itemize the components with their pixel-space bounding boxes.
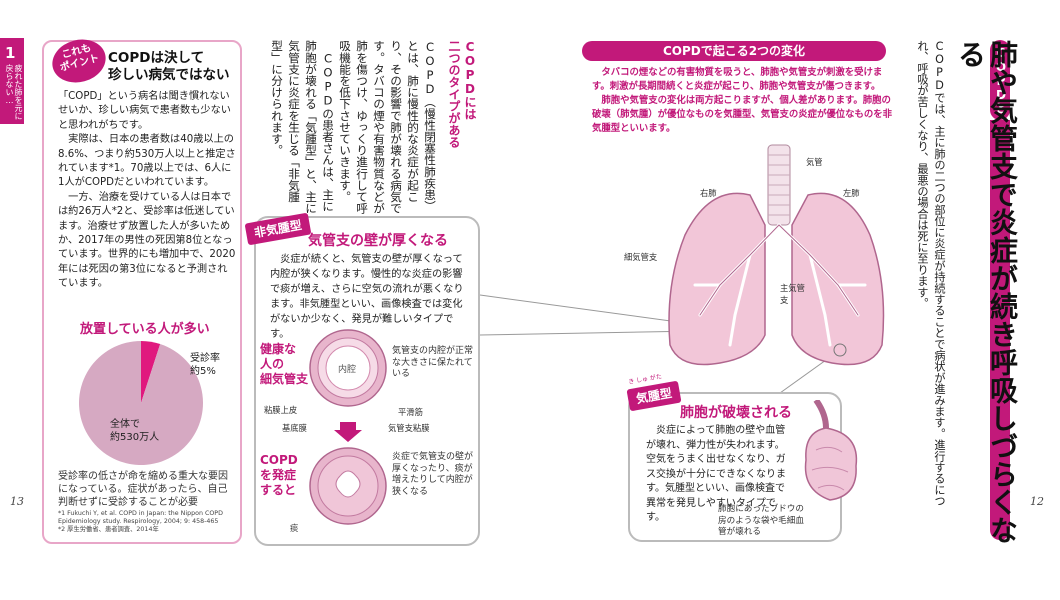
pie-title: 放置している人が多い bbox=[80, 322, 210, 337]
emphysema-heading: 肺胞が破壊される bbox=[680, 405, 792, 421]
left-lung-label: 左肺 bbox=[843, 188, 860, 198]
right-section-tag: COPDとは bbox=[977, 40, 1010, 120]
right-lung-label: 右肺 bbox=[700, 188, 717, 198]
lumen-label: 内腔 bbox=[338, 363, 356, 375]
page-number-left: 13 bbox=[10, 495, 24, 508]
point-body: 「COPD」という病名は聞き慣れないせいか、珍しい病気で患者数も少ないと思われが… bbox=[58, 91, 236, 290]
alveoli-highlight bbox=[833, 343, 847, 357]
left-lung bbox=[791, 192, 885, 366]
page-number-right: 12 bbox=[1030, 495, 1044, 508]
healthy-note: 気管支の内腔が正常な大きさに保たれている bbox=[392, 346, 474, 379]
smooth-muscle-label: 平滑筋 bbox=[398, 407, 423, 417]
pie-label-rate: 受診率 約5% bbox=[190, 353, 220, 377]
arrow-down-icon bbox=[334, 422, 362, 442]
right-page-title: 肺や気管支で炎症が続き呼吸しづらくなる bbox=[954, 40, 1019, 544]
sputum-label: 痰 bbox=[290, 523, 299, 533]
callout-line-bronchiole-2 bbox=[480, 330, 701, 336]
copd-lumen bbox=[335, 470, 361, 498]
lungs-illustration bbox=[480, 144, 885, 394]
pie-slice-1 bbox=[78, 341, 203, 465]
pie-slice-0 bbox=[141, 341, 161, 403]
healthy-lumen bbox=[325, 345, 371, 391]
alveoli-duct bbox=[813, 400, 829, 429]
right-tag-strip bbox=[990, 120, 1010, 540]
pie-chart bbox=[78, 341, 203, 465]
footnote: *2 厚生労働省、患者調査、2014年 bbox=[58, 526, 159, 534]
pie-label-total: 全体で 約530万人 bbox=[110, 419, 160, 443]
trachea-rings bbox=[768, 154, 790, 216]
types-body: COPD（慢性閉塞性肺疾患）とは、肺に慢性的な炎症が起こり、その影響で肺が壊れる… bbox=[270, 40, 437, 214]
right-page-body: COPDでは、主に肺の二つの部位に炎症が持続することで病状が進みます。進行するに… bbox=[916, 40, 946, 507]
bronchiole-label: 細気管支 bbox=[624, 252, 658, 262]
main-bronchus-label: 主気管支 bbox=[780, 283, 805, 305]
bronchiole-illustration: 内腔 bbox=[309, 329, 387, 525]
trachea-label: 気管 bbox=[806, 157, 823, 167]
footnotes: *1 Fukuchi Y, et al. COPD in Japan: the … bbox=[58, 510, 240, 535]
chapter-label: 疲れた肺を元に戻らない… bbox=[5, 64, 23, 120]
changes-body: タバコの煙などの有害物質を吸うと、肺胞や気管支が刺激を受けます。刺激が長期間続く… bbox=[592, 67, 893, 134]
mucosa-label: 粘膜上皮 bbox=[264, 405, 298, 415]
emphysema-body: 炎症によって肺胞の壁や血管が壊れ、弾力性が失われます。空気をうまく出せなくなり、… bbox=[646, 425, 786, 523]
footnote: *1 Fukuchi Y, et al. COPD in Japan: the … bbox=[58, 510, 223, 526]
basement-label: 基底膜 bbox=[282, 423, 307, 433]
changes-banner: COPDで起こる2つの変化 bbox=[582, 41, 886, 61]
non-emphysema-heading: 気管支の壁が厚くなる bbox=[308, 233, 448, 249]
alveoli-sac bbox=[804, 427, 858, 501]
alveoli-walls bbox=[811, 446, 849, 491]
right-lung bbox=[668, 192, 766, 366]
copd-bronchiole-label: COPD を発症 すると bbox=[260, 453, 298, 497]
point-heading: COPDは決して 珍しい病気ではない bbox=[108, 50, 230, 83]
pie-note: 受診率の低さが命を縮める重大な要因になっている。症状があったら、自己判断せずに受… bbox=[58, 471, 228, 508]
chapter-number: 1 bbox=[5, 44, 16, 62]
bronchial-mucosa-label: 気管支粘膜 bbox=[388, 423, 430, 433]
chapter-tab bbox=[0, 38, 24, 124]
alveoli-illustration bbox=[804, 400, 858, 501]
copd-note: 炎症で気管支の壁が厚くなったり、痰が増えたりして内腔が狭くなる bbox=[392, 452, 474, 497]
bronchial-tree-outline bbox=[699, 224, 859, 316]
healthy-bronchiole-label: 健康な 人の 細気管支 bbox=[260, 342, 309, 386]
non-emphysema-body: 炎症が続くと、気管支の壁が厚くなって内腔が狭くなります。慢性的な炎症の影響で痰が… bbox=[270, 254, 464, 340]
callout-line-bronchiole bbox=[480, 294, 701, 326]
emphysema-note: 肺胞にあったブドウの房のような袋や毛細血管が壊れる bbox=[718, 504, 804, 537]
types-heading: COPDには 二つのタイプがある bbox=[447, 40, 477, 148]
